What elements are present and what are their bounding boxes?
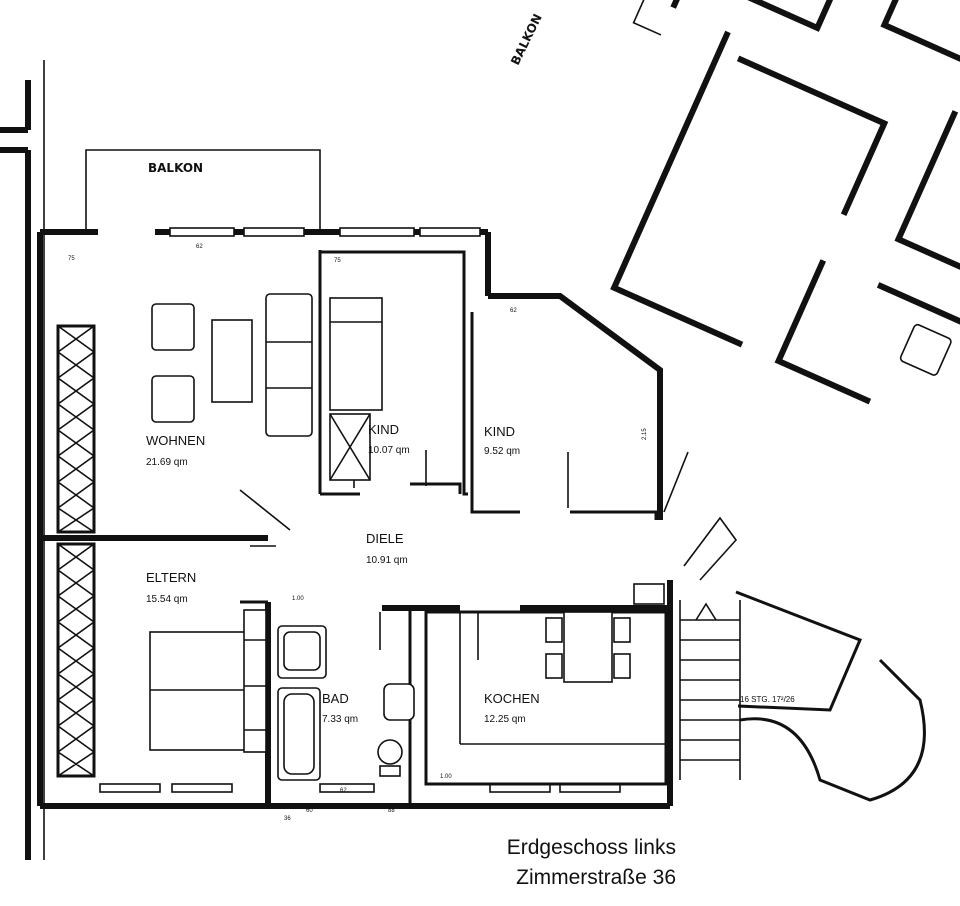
dim-label: 36: [284, 816, 291, 822]
dim-label: 62: [510, 308, 517, 314]
dim-label: 75: [68, 256, 75, 262]
eltern-furniture: [149, 609, 267, 753]
dim-label: 62: [340, 788, 347, 794]
room-area-kind1: 10.07 qm: [368, 445, 410, 456]
balcony-left: BALKON: [85, 149, 321, 230]
room-name-eltern: ELTERN: [146, 570, 196, 585]
room-name-kind1: KIND: [368, 422, 399, 437]
dim-label: 1.00: [292, 596, 304, 602]
room-name-bad: BAD: [322, 691, 349, 706]
room-area-bad: 7.33 qm: [322, 714, 358, 725]
balcony-label-2: BALKON: [508, 12, 545, 68]
bath-fixtures: [277, 625, 415, 781]
room-area-kind2: 9.52 qm: [484, 446, 520, 457]
stairwell: [679, 516, 926, 802]
stair-label: 16 STG. 17²/26: [740, 695, 795, 704]
caption-address: Zimmerstraße 36: [516, 866, 676, 889]
room-name-kochen: KOCHEN: [484, 691, 540, 706]
dim-label: 75: [334, 258, 341, 264]
dimension-labels: 75 62 75 1.00 1.00 2.15 62 60 36 88 62: [68, 244, 648, 822]
dim-label: 2.15: [642, 428, 648, 440]
windows: [99, 227, 621, 793]
interior-walls: [40, 250, 670, 806]
room-name-wohnen: WOHNEN: [146, 433, 205, 448]
dim-label: 62: [196, 244, 203, 250]
room-labels: WOHNEN 21.69 qm KIND 10.07 qm KIND 9.52 …: [146, 422, 540, 725]
living-furniture: [151, 293, 313, 437]
wardrobe-hatch: [56, 324, 96, 778]
balcony-label: BALKON: [148, 161, 203, 175]
caption-floor: Erdgeschoss links: [506, 836, 676, 859]
left-neighbor-walls: [0, 60, 45, 860]
room-area-wohnen: 21.69 qm: [146, 457, 188, 468]
dim-label: 60: [306, 808, 313, 814]
dim-label: 1.00: [440, 774, 452, 780]
neighbor-apartment: [610, 0, 960, 405]
room-area-diele: 10.91 qm: [366, 555, 408, 566]
kitchen-furniture: [545, 583, 665, 683]
balcony-top: BALKON: [508, 12, 545, 68]
dim-label: 88: [388, 808, 395, 814]
room-area-eltern: 15.54 qm: [146, 594, 188, 605]
room-name-diele: DIELE: [366, 531, 404, 546]
room-name-kind2: KIND: [484, 424, 515, 439]
kind1-furniture: [329, 297, 383, 481]
room-area-kochen: 12.25 qm: [484, 714, 526, 725]
